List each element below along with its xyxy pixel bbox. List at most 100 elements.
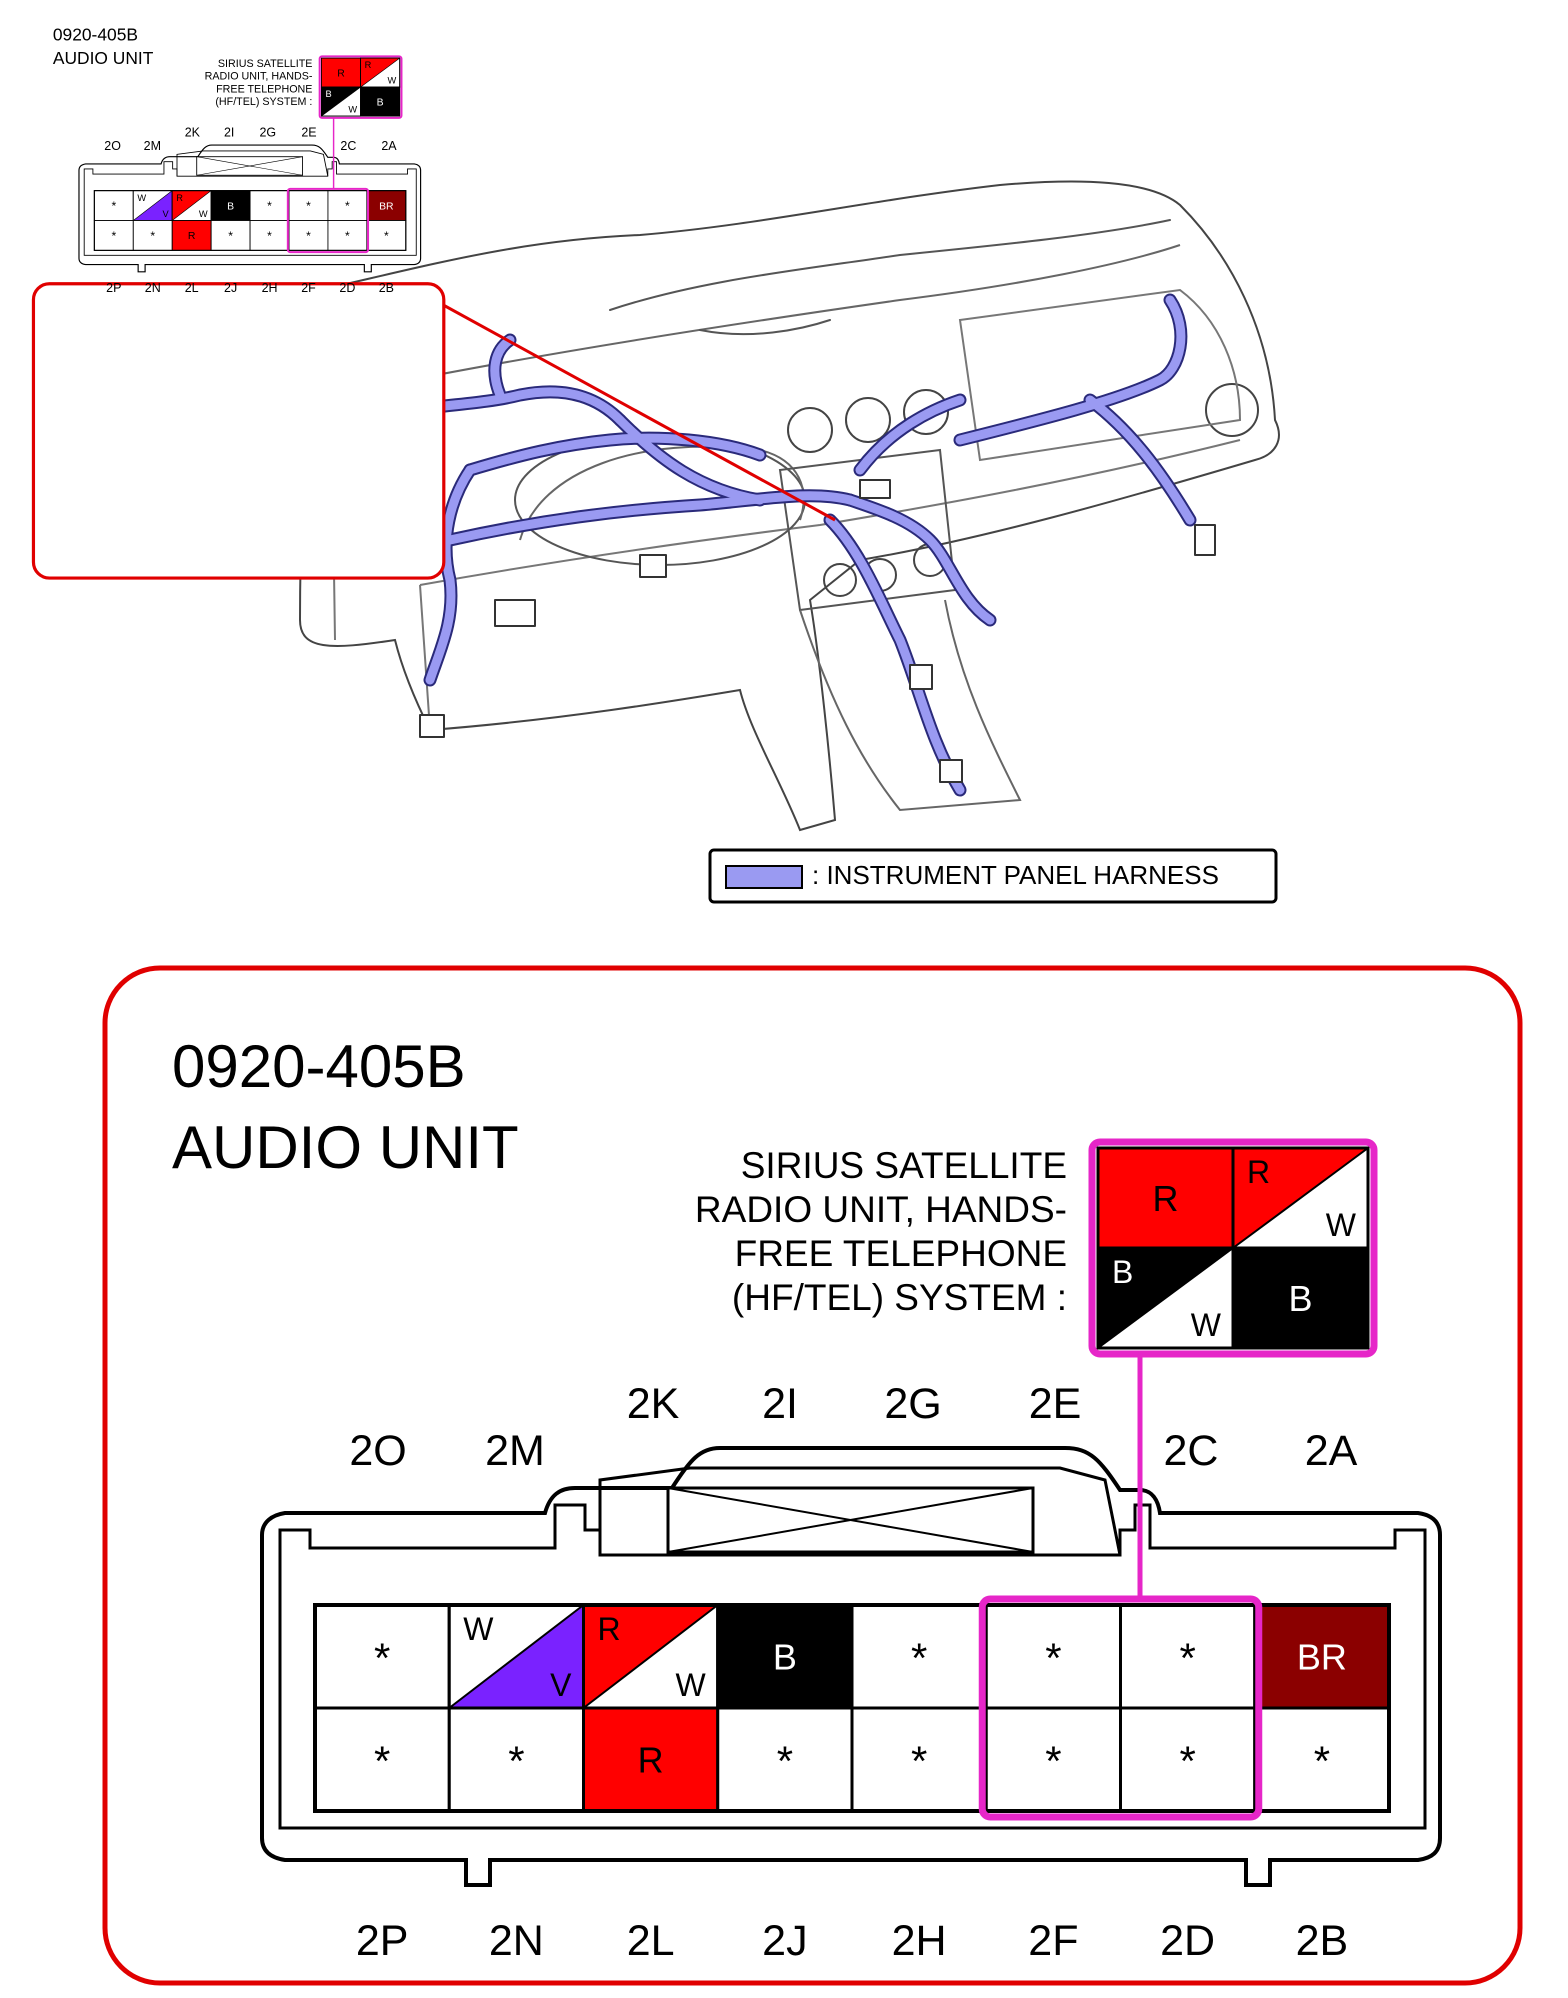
pin-number-label: 2H [892,1917,947,1965]
option-highlight-box [1088,1138,1378,1358]
pin-number-label: 2F [1028,1917,1078,1965]
pin-wire-color-primary: W [463,1611,494,1647]
pin-wire-color-primary: R [365,60,372,70]
harness-center-branch [855,395,965,475]
connector-pin: * [249,190,290,221]
pin-wire-color-primary: R [176,193,183,203]
connector-housing-inner [278,1503,1427,1830]
pin-cell-bg [313,1706,451,1813]
pin-grid-border [313,1603,1391,1813]
knob-1 [823,563,857,597]
connector-pin: RW [171,190,212,221]
connector-pin: * [327,220,368,251]
pin-empty-mark: * [150,229,155,243]
pin-cell-bg [327,220,368,251]
connector-pin: * [1119,1603,1257,1710]
connector-pin: * [93,220,134,251]
pin-number-label: 2O [104,139,121,153]
lock-window-cross [667,1487,1034,1553]
option-pin: BW [1096,1246,1235,1350]
pin-cell-divider [172,190,212,221]
connector-callout-thumbnail: 0920-405B AUDIO UNIT SIRIUS SATELLITERADIO… [31,24,446,580]
pin-cell-divider [582,1604,719,1709]
connector-housing-inner [83,161,417,256]
pin-empty-mark: * [306,199,311,213]
right-panel [958,288,1242,462]
harness-lower [445,491,855,545]
harness-right-drop [1085,395,1195,525]
pin-cell-bg [582,1706,720,1813]
connector-pin: BR [366,190,407,221]
pin-empty-mark: * [267,199,272,213]
pin-cell-bg [313,1603,451,1710]
pin-empty-mark: * [374,1738,390,1785]
pin-empty-mark: * [306,229,311,243]
connector-pin: * [288,220,329,251]
harness-connector [939,759,963,783]
pin-empty-mark: * [508,1738,524,1785]
legend-label: : INSTRUMENT PANEL HARNESS [812,860,1219,890]
pin-cell-bg [288,190,329,221]
callout-leader-line [404,282,836,522]
option-highlight-box [318,55,403,119]
system-note-line: RADIO UNIT, HANDS- [205,71,313,83]
pin-number-label: 2G [884,1380,941,1428]
pin-number-label: 2F [301,281,316,295]
system-note-line: (HF/TEL) SYSTEM : [732,1277,1067,1318]
pin-cell-divider [1232,1147,1369,1249]
pin-wire-color-stripe: V [550,1667,572,1703]
pin-number-label: 2A [381,139,397,153]
pin-cell-divider [133,190,173,221]
connector-pin: * [850,1706,988,1813]
harness-connector [859,479,891,499]
option-pin: BW [320,86,362,117]
pin-number-label: 2I [762,1380,798,1428]
connector-pin: R [582,1706,720,1813]
pin-cell-divider [360,57,400,88]
pin-number-label: 2L [627,1917,675,1965]
pin-cell-bg [249,220,290,251]
pin-number-label: 2D [339,281,355,295]
callout-frame [31,282,446,580]
pin-wire-color-stripe: V [163,209,170,219]
pin-empty-mark: * [1314,1738,1330,1785]
vent-2 [845,397,891,443]
pin-empty-mark: * [345,229,350,243]
pin-number-label: 2I [224,125,234,139]
system-note-line: FREE TELEPHONE [735,1233,1067,1274]
harness-legend: : INSTRUMENT PANEL HARNESS [708,848,1278,904]
legend-swatch [725,865,803,889]
harness-top-branch [490,335,515,400]
pin-cell-bg [1253,1603,1391,1710]
pin-wire-color: R [337,68,345,79]
connector-pin: * [984,1706,1122,1813]
pin-empty-mark: * [267,229,272,243]
connector-pin: * [249,220,290,251]
pin-empty-mark: * [911,1635,927,1682]
connector-pin: * [313,1706,451,1813]
connector-pin: WV [447,1603,585,1710]
pin-wire-color: R [188,231,196,242]
pin-grid-border [93,190,407,251]
connector-id: 0920-405B [53,24,138,44]
vent-3 [903,389,949,435]
pin-number-label: 2C [340,139,356,153]
system-note-line: (HF/TEL) SYSTEM : [215,96,312,108]
pin-number-label: 2N [145,281,161,295]
pin-cell-bg [288,220,329,251]
connector-name: AUDIO UNIT [53,48,154,68]
connector-pin: B [210,190,251,221]
pin-cell-bg [360,86,401,117]
connector-pin: * [313,1603,451,1710]
connector-pin: * [984,1603,1122,1710]
pin-number-label: 2O [349,1427,406,1475]
system-note-line: SIRIUS SATELLITE [218,58,313,70]
harness-link [615,415,765,505]
pin-number-label: 2N [489,1917,544,1965]
harness-console [825,515,965,795]
pin-wire-color: BR [1297,1637,1347,1678]
instrument-panel-harness [373,219,1216,797]
pin-wire-color-primary: R [598,1611,621,1647]
